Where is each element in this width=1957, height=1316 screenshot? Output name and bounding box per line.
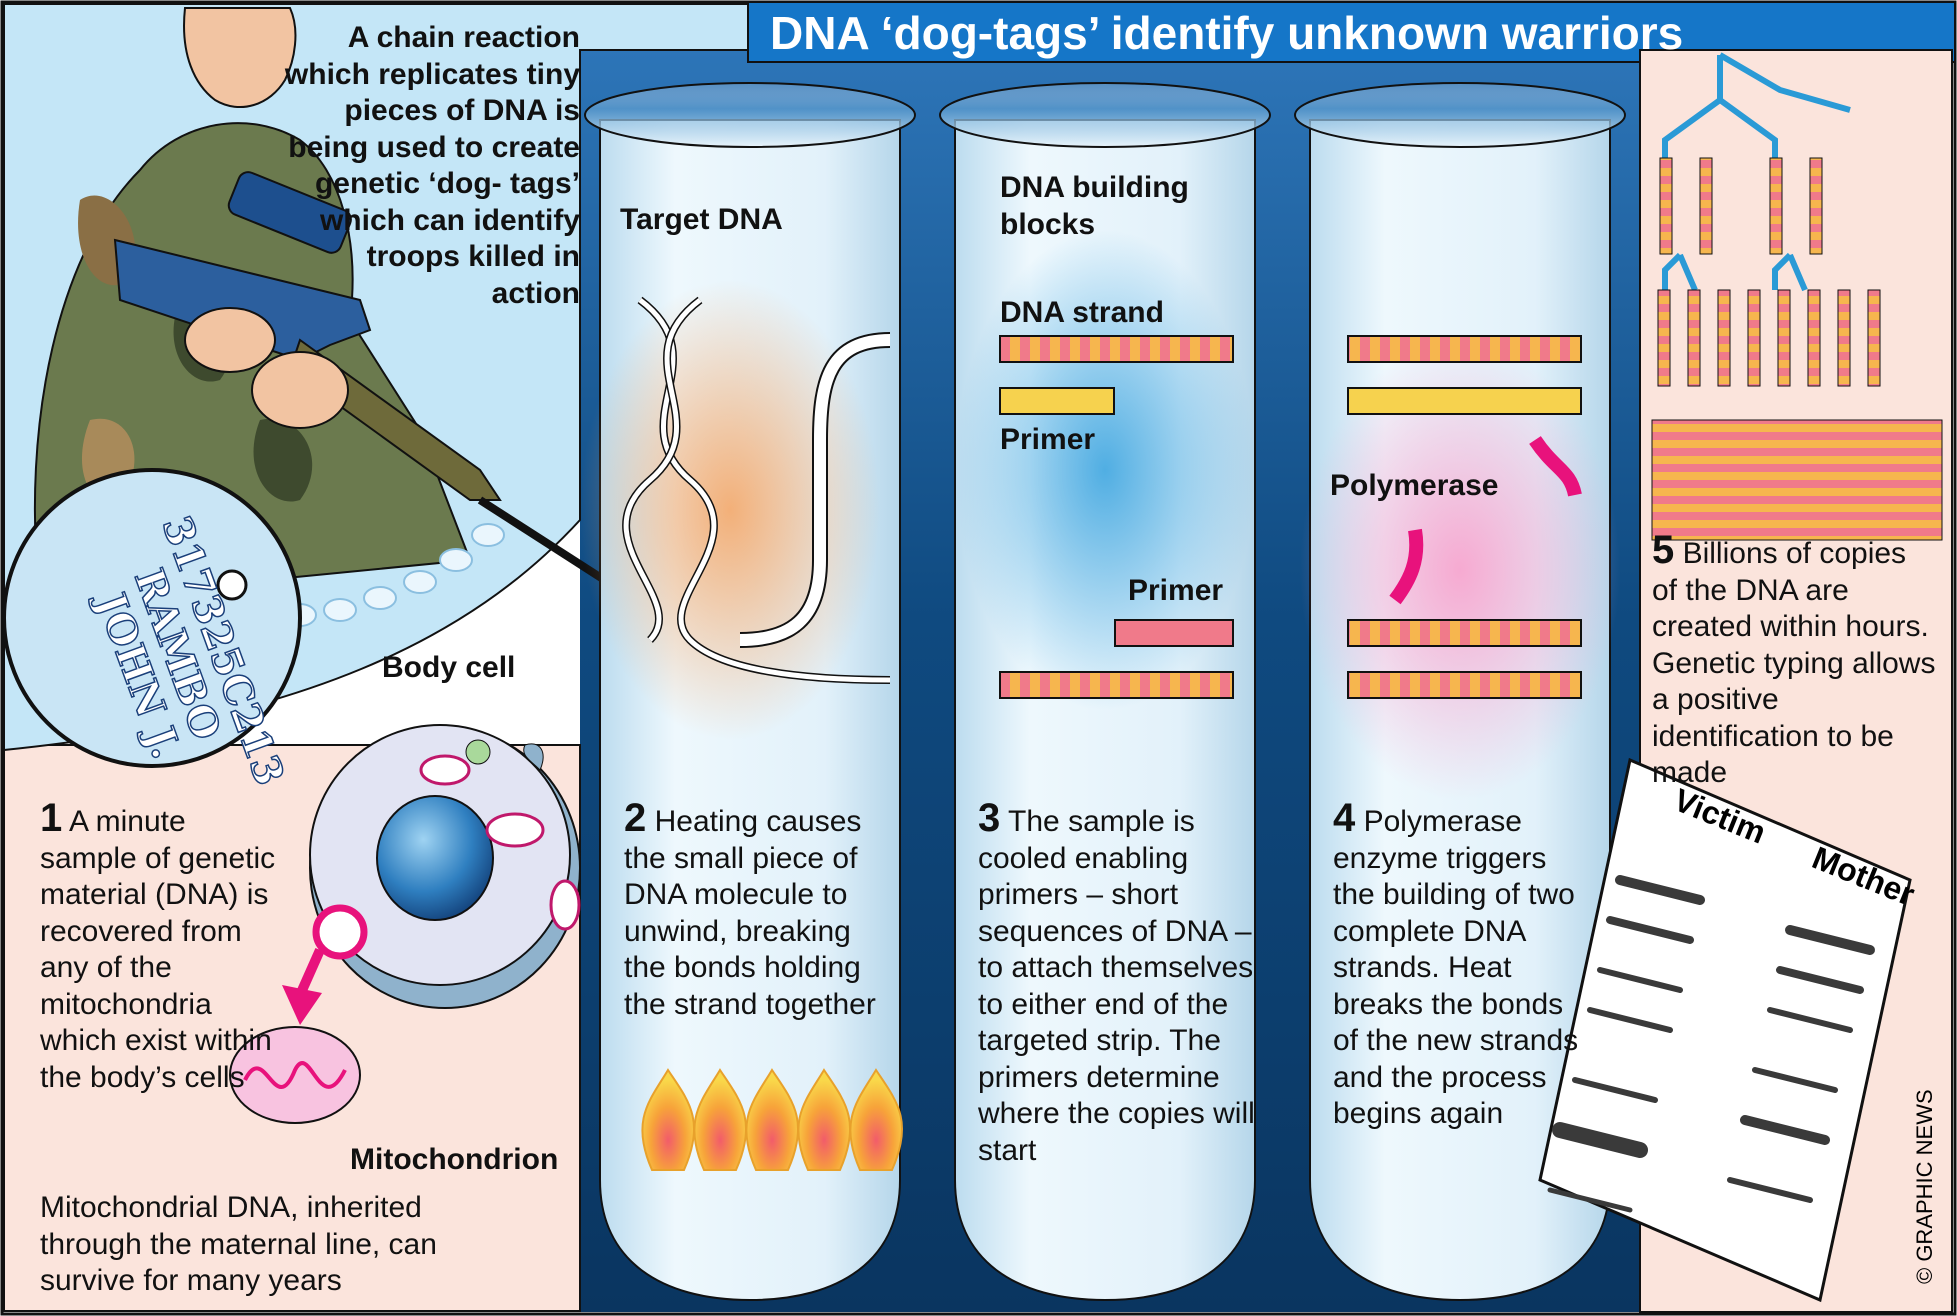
bunsen-flames	[641, 1068, 903, 1171]
step-2-text: Heating causes the small piece of DNA mo…	[624, 805, 876, 1021]
step-1: 1 A minute sample of genetic material (D…	[40, 798, 290, 1096]
step-5: 5 Billions of copies of the DNA are crea…	[1652, 530, 1937, 792]
dna-double-helix	[622, 296, 891, 684]
dna-copies	[1651, 157, 1943, 541]
step-3-number: 3	[978, 796, 1001, 840]
step-2-number: 2	[624, 796, 647, 840]
step-3-text: The sample is cooled enabling primers – …	[978, 805, 1255, 1167]
dna-strands-tube-3	[999, 335, 1234, 699]
page-title: DNA ‘dog-tags’ identify unknown warriors	[770, 7, 1684, 59]
step-4-text: Polymerase enzyme triggers the building …	[1333, 805, 1579, 1130]
dna-replication-tree	[1662, 52, 1851, 292]
step-4-number: 4	[1333, 796, 1356, 840]
label-body-cell: Body cell	[382, 651, 516, 684]
label-primer-2: Primer	[1128, 574, 1224, 607]
intro-text: A chain reaction which replicates tiny p…	[284, 21, 580, 310]
dog-tag-disc	[2, 468, 302, 768]
step-5-text: Billions of copies of the DNA are create…	[1652, 537, 1936, 789]
label-dna-strand: DNA strand	[1000, 296, 1164, 329]
credit-text: © GRAPHIC NEWS	[1912, 1089, 1937, 1284]
step-4: 4 Polymerase enzyme triggers the buildin…	[1333, 798, 1588, 1133]
step-1-text: A minute sample of genetic material (DNA…	[40, 805, 276, 1094]
step-1-number: 1	[40, 796, 63, 840]
step-3: 3 The sample is cooled enabling primers …	[978, 798, 1258, 1169]
label-mitochondrion: Mitochondrion	[350, 1143, 559, 1176]
label-building-blocks: DNA building blocks	[1000, 171, 1189, 241]
dna-strands-tube-4	[1347, 335, 1582, 699]
mitochondrial-note: Mitochondrial DNA, inherited through the…	[40, 1191, 437, 1297]
dna-gel-sheet	[1538, 757, 1912, 1303]
label-target-dna: Target DNA	[620, 203, 783, 236]
step-2: 2 Heating causes the small piece of DNA …	[624, 798, 894, 1023]
body-cell	[282, 724, 581, 1025]
step-5-number: 5	[1652, 528, 1675, 572]
label-polymerase: Polymerase	[1330, 469, 1499, 502]
label-primer-1: Primer	[1000, 423, 1096, 456]
